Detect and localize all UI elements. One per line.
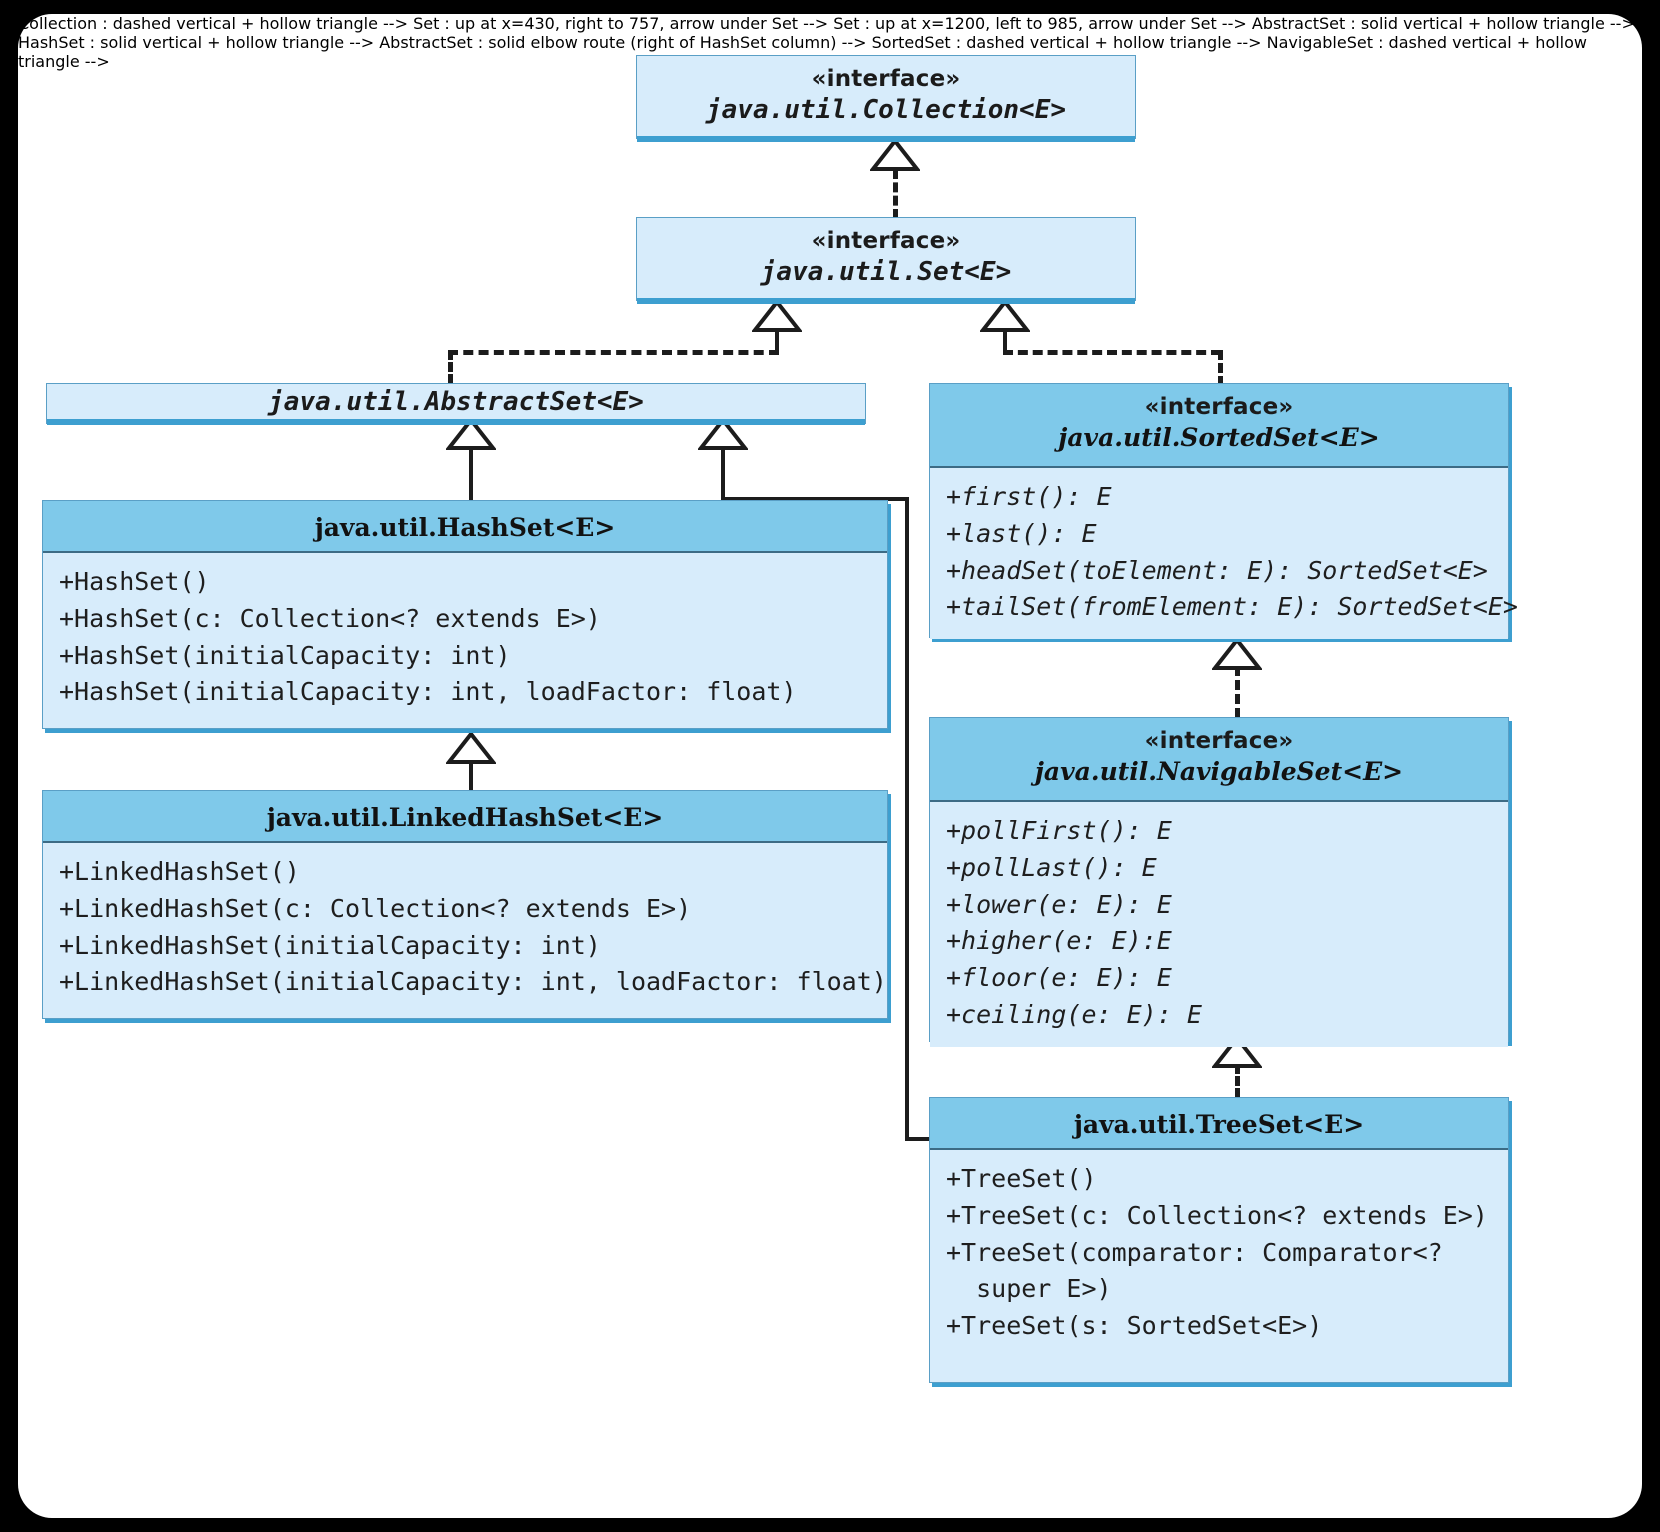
member-line: +LinkedHashSet(c: Collection<? extends E… [59, 893, 692, 923]
generalization-arrowhead-hashset-to-abstractset [446, 418, 496, 450]
uml-node-set-header: «interface» java.util.Set<E> [637, 218, 1135, 304]
realization-line-abstractset-horizontal [448, 350, 779, 355]
diagram-page: Collection : dashed vertical + hollow tr… [18, 14, 1642, 1518]
member-line: +lower(e: E): E [946, 889, 1172, 919]
uml-node-navigable-set-stereotype: «interface» [1144, 728, 1294, 754]
member-line: +HashSet() [59, 567, 210, 596]
uml-node-tree-set-members: +TreeSet() +TreeSet(c: Collection<? exte… [930, 1150, 1508, 1358]
generalization-line-linkedhashset-to-hashset [469, 760, 473, 792]
realization-line-abstractset-stub [775, 328, 779, 350]
uml-canvas: Collection : dashed vertical + hollow tr… [18, 14, 1642, 1518]
member-line: +HashSet(initialCapacity: int) [59, 640, 511, 670]
uml-node-set-name: java.util.Set<E> [760, 256, 1012, 287]
uml-node-navigable-set-header: «interface» java.util.NavigableSet<E> [930, 718, 1508, 802]
uml-node-sorted-set-members: +first(): E +last(): E +headSet(toElemen… [930, 468, 1518, 639]
member-line: +last(): E [946, 518, 1097, 548]
realization-arrowhead-abstractset-to-set [752, 300, 802, 332]
member-line: +headSet(toElement: E): SortedSet<E> [946, 555, 1488, 585]
realization-line-treeset-to-navigableset [1235, 1064, 1240, 1098]
uml-node-tree-set[interactable]: java.util.TreeSet<E> +TreeSet() +TreeSet… [929, 1097, 1509, 1383]
uml-node-tree-set-name: java.util.TreeSet<E> [1073, 1110, 1365, 1139]
uml-node-abstract-set-name: java.util.AbstractSet<E> [268, 387, 644, 417]
member-line: +pollLast(): E [946, 852, 1157, 882]
uml-node-sorted-set-name: java.util.SortedSet<E> [1058, 422, 1380, 452]
uml-node-linked-hash-set-members: +LinkedHashSet() +LinkedHashSet(c: Colle… [43, 843, 887, 1014]
uml-node-linked-hash-set-name: java.util.LinkedHashSet<E> [266, 803, 664, 832]
generalization-line-treeset-top-horizontal [721, 497, 909, 501]
member-line: +first(): E [946, 482, 1112, 511]
realization-arrowhead-set-to-collection [870, 139, 920, 171]
uml-node-sorted-set-header: «interface» java.util.SortedSet<E> [930, 384, 1508, 468]
realization-line-sortedset-horizontal [1003, 350, 1221, 355]
uml-node-collection-stereotype: «interface» [811, 66, 961, 92]
uml-node-navigable-set[interactable]: «interface» java.util.NavigableSet<E> +p… [929, 717, 1509, 1047]
member-line: super E>) [946, 1274, 1112, 1304]
uml-node-tree-set-header: java.util.TreeSet<E> [930, 1098, 1508, 1150]
member-line: +LinkedHashSet(initialCapacity: int, loa… [59, 967, 887, 997]
member-line: +HashSet(initialCapacity: int, loadFacto… [59, 677, 797, 707]
uml-node-navigable-set-members: +pollFirst(): E +pollLast(): E +lower(e:… [930, 802, 1508, 1047]
uml-node-sorted-set-stereotype: «interface» [1144, 394, 1294, 420]
uml-node-collection-name: java.util.Collection<E> [705, 94, 1067, 125]
member-line: +pollFirst(): E [946, 816, 1172, 845]
uml-node-hash-set-header: java.util.HashSet<E> [43, 501, 887, 553]
generalization-line-treeset-long-vertical [905, 497, 909, 1141]
uml-node-set[interactable]: «interface» java.util.Set<E> [636, 217, 1136, 304]
generalization-arrowhead-linkedhashset-to-hashset [446, 732, 496, 764]
realization-line-set-to-collection [893, 169, 898, 219]
realization-arrowhead-sortedset-to-set [980, 300, 1030, 332]
member-line: +LinkedHashSet() [59, 857, 300, 886]
generalization-arrowhead-treeset-to-abstractset [698, 418, 748, 450]
uml-node-linked-hash-set-header: java.util.LinkedHashSet<E> [43, 791, 887, 843]
member-line: +higher(e: E):E [946, 926, 1172, 956]
uml-node-hash-set-name: java.util.HashSet<E> [314, 513, 616, 542]
generalization-line-hashset-to-abstractset [469, 446, 473, 502]
generalization-line-treeset-stub [721, 446, 725, 499]
member-line: +TreeSet(s: SortedSet<E>) [946, 1311, 1323, 1340]
realization-arrowhead-navigableset-to-sortedset [1212, 638, 1262, 670]
uml-node-navigable-set-name: java.util.NavigableSet<E> [1034, 756, 1404, 786]
realization-line-navigableset-to-sortedset [1235, 666, 1240, 718]
uml-node-sorted-set[interactable]: «interface» java.util.SortedSet<E> +firs… [929, 383, 1518, 639]
member-line: +LinkedHashSet(initialCapacity: int) [59, 930, 601, 960]
member-line: +tailSet(fromElement: E): SortedSet<E> [946, 592, 1518, 622]
member-line: +floor(e: E): E [946, 963, 1172, 992]
uml-node-hash-set-members: +HashSet() +HashSet(c: Collection<? exte… [43, 553, 887, 724]
uml-node-set-stereotype: «interface» [811, 228, 961, 254]
member-line: +TreeSet() [946, 1164, 1097, 1193]
member-line: +ceiling(e: E): E [946, 999, 1202, 1029]
uml-node-abstract-set[interactable]: java.util.AbstractSet<E> [46, 383, 866, 425]
uml-node-collection[interactable]: «interface» java.util.Collection<E> [636, 55, 1136, 142]
uml-node-linked-hash-set[interactable]: java.util.LinkedHashSet<E> +LinkedHashSe… [42, 790, 888, 1019]
uml-node-abstract-set-header: java.util.AbstractSet<E> [47, 384, 865, 425]
member-line: +HashSet(c: Collection<? extends E>) [59, 603, 601, 633]
member-line: +TreeSet(comparator: Comparator<? [946, 1237, 1443, 1267]
member-line: +TreeSet(c: Collection<? extends E>) [946, 1200, 1488, 1230]
realization-arrowhead-treeset-to-navigableset [1212, 1036, 1262, 1068]
realization-line-abstractset-drop [448, 350, 453, 384]
uml-node-collection-header: «interface» java.util.Collection<E> [637, 56, 1135, 142]
uml-node-hash-set[interactable]: java.util.HashSet<E> +HashSet() +HashSet… [42, 500, 888, 729]
realization-line-sortedset-stub [1003, 328, 1007, 350]
realization-line-sortedset-drop [1218, 350, 1223, 386]
